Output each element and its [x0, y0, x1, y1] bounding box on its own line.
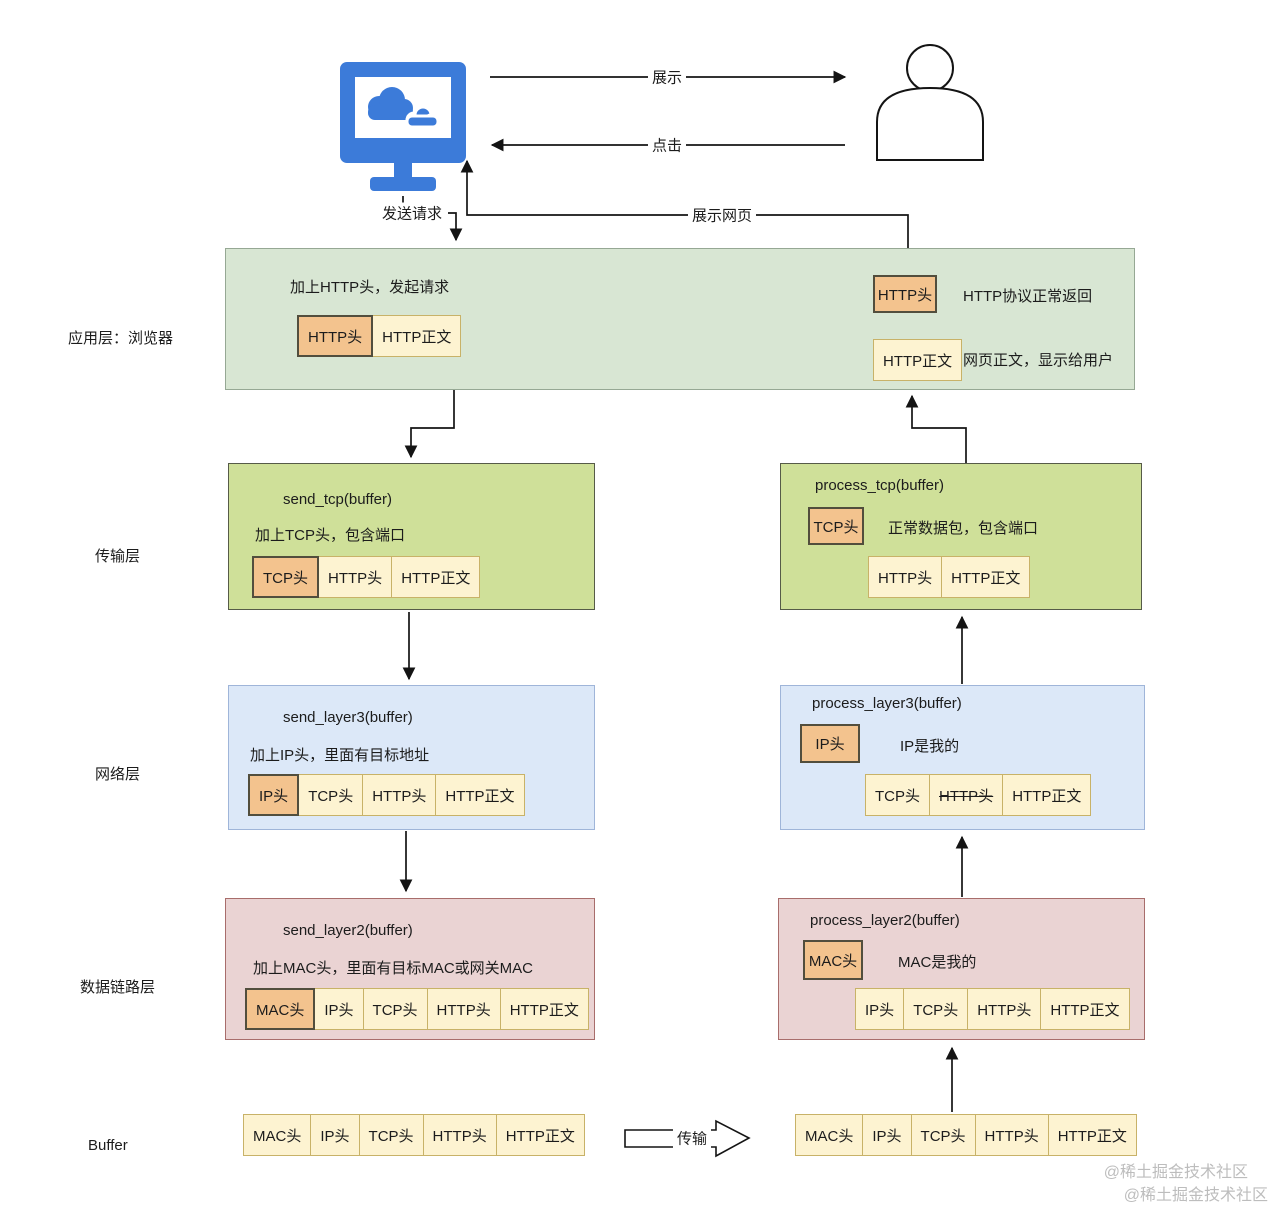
- buffer-side-label: Buffer: [88, 1137, 128, 1154]
- send-tcp-note: 加上TCP头，包含端口: [255, 527, 406, 544]
- buffer-cell: HTTP正文: [435, 774, 525, 816]
- send-layer2-buffer: MAC头 IP头 TCP头 HTTP头 HTTP正文: [245, 988, 589, 1030]
- transport-layer-side-label: 传输层: [95, 548, 141, 565]
- app-response-body-cell-row: HTTP正文: [873, 339, 963, 381]
- send-layer3-buffer: IP头 TCP头 HTTP头 HTTP正文: [248, 774, 525, 816]
- process-layer2-note: MAC是我的: [898, 954, 977, 971]
- buffer-cell: TCP头: [358, 1114, 424, 1156]
- buffer-cell: HTTP正文: [941, 556, 1031, 598]
- person-icon: [876, 44, 984, 161]
- process-layer3-buffer: TCP头 HTTP头 HTTP正文: [865, 774, 1092, 816]
- buffer-cell: IP头: [314, 988, 364, 1030]
- buffer-cell: TCP头: [252, 556, 320, 598]
- buffer-cell: TCP头: [298, 774, 364, 816]
- buffer-cell: HTTP头: [362, 774, 437, 816]
- process-layer2-buffer: IP头 TCP头 HTTP头 HTTP正文: [855, 988, 1130, 1030]
- process-tcp-header-cell: TCP头: [808, 507, 864, 545]
- app-layer-side-label: 应用层：浏览器: [68, 330, 174, 347]
- process-tcp-buffer: HTTP头 HTTP正文: [868, 556, 1031, 598]
- process-tcp-note: 正常数据包，包含端口: [888, 520, 1039, 537]
- buffer-cell: HTTP头: [967, 988, 1042, 1030]
- process-tcp-title: process_tcp(buffer): [815, 477, 944, 494]
- buffer-cell: HTTP头: [318, 556, 393, 598]
- send-layer3-title: send_layer3(buffer): [283, 709, 413, 726]
- cloud-icon: [368, 87, 413, 120]
- app-response-header-cell: HTTP头: [873, 275, 937, 313]
- buffer-cell: IP头: [855, 988, 905, 1030]
- buffer-cell: MAC头: [243, 1114, 312, 1156]
- buffer-cell: HTTP头: [422, 1114, 497, 1156]
- process-layer2-title: process_layer2(buffer): [810, 912, 960, 929]
- buffer-cell: HTTP头: [974, 1114, 1049, 1156]
- send-request-label: 发送请求: [377, 202, 447, 224]
- buffer-cell: HTTP正文: [1040, 988, 1130, 1030]
- process-layer3-note: IP是我的: [900, 738, 960, 755]
- watermark-line1: @稀土掘金技术社区: [1103, 1164, 1248, 1181]
- buffer-cell: IP头: [862, 1114, 912, 1156]
- transfer-label: 传输: [672, 1127, 712, 1149]
- buffer-cell: TCP头: [903, 988, 969, 1030]
- buffer-right-row: MAC头 IP头 TCP头 HTTP头 HTTP正文: [795, 1114, 1137, 1156]
- buffer-cell: HTTP头: [426, 988, 501, 1030]
- send-layer2-note: 加上MAC头，里面有目标MAC或网关MAC: [253, 960, 533, 977]
- buffer-cell: MAC头: [795, 1114, 864, 1156]
- send-tcp-buffer: TCP头 HTTP头 HTTP正文: [252, 556, 481, 598]
- process-layer2-header-cell: MAC头: [803, 940, 863, 980]
- buffer-cell: HTTP正文: [873, 339, 963, 381]
- buffer-cell: HTTP正文: [391, 556, 481, 598]
- click-arrow-label: 点击: [647, 134, 687, 156]
- network-layer-side-label: 网络层: [95, 766, 141, 783]
- display-arrow-label: 展示: [647, 66, 687, 88]
- buffer-cell: TCP头: [865, 774, 931, 816]
- send-layer2-title: send_layer2(buffer): [283, 922, 413, 939]
- buffer-cell: HTTP正文: [1002, 774, 1092, 816]
- show-page-label: 展示网页: [687, 204, 757, 226]
- datalink-layer-side-label: 数据链路层: [80, 979, 156, 996]
- watermark-line2: @稀土掘金技术社区: [1123, 1187, 1268, 1204]
- buffer-cell-strikethrough: HTTP头: [929, 774, 1004, 816]
- buffer-cell: IP头: [310, 1114, 360, 1156]
- process-layer3-title: process_layer3(buffer): [812, 695, 962, 712]
- buffer-cell: HTTP正文: [372, 315, 462, 357]
- app-response-body-note: 网页正文，显示给用户: [963, 352, 1114, 369]
- send-layer3-note: 加上IP头，里面有目标地址: [250, 747, 430, 764]
- buffer-cell: IP头: [248, 774, 300, 816]
- buffer-cell: HTTP头: [297, 315, 374, 357]
- send-tcp-title: send_tcp(buffer): [283, 491, 392, 508]
- app-request-buffer: HTTP头 HTTP正文: [297, 315, 462, 357]
- buffer-cell: HTTP正文: [499, 988, 589, 1030]
- buffer-cell: HTTP正文: [495, 1114, 585, 1156]
- buffer-cell: MAC头: [245, 988, 316, 1030]
- app-request-note: 加上HTTP头，发起请求: [290, 279, 450, 296]
- buffer-cell: TCP头: [910, 1114, 976, 1156]
- computer-icon: [340, 62, 466, 191]
- app-response-header-note: HTTP协议正常返回: [963, 288, 1093, 305]
- process-layer3-header-cell: IP头: [800, 724, 860, 763]
- buffer-cell: HTTP正文: [1047, 1114, 1137, 1156]
- buffer-cell: TCP头: [362, 988, 428, 1030]
- buffer-cell: HTTP头: [868, 556, 943, 598]
- small-cloud-icon: [405, 105, 440, 129]
- buffer-left-row: MAC头 IP头 TCP头 HTTP头 HTTP正文: [243, 1114, 585, 1156]
